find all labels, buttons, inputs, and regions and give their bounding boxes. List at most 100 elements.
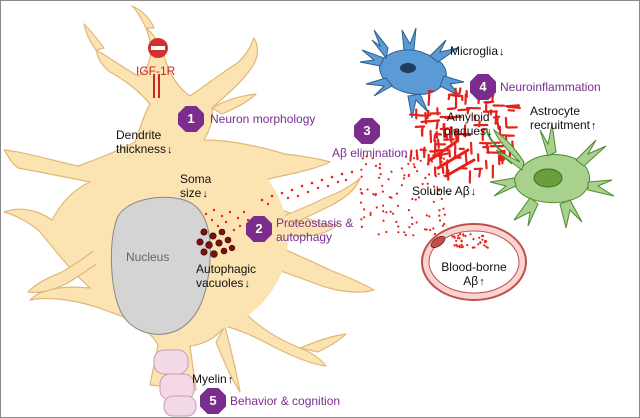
soluble-abeta-dot — [396, 204, 400, 207]
bloodborne-abeta-dot — [471, 246, 474, 249]
soluble-abeta-dot — [407, 162, 410, 165]
bloodborne-abeta-dot — [485, 245, 488, 248]
soluble-abeta-dot — [411, 222, 414, 226]
amyloid-fibril — [496, 122, 500, 130]
soluble-abeta-dot — [397, 225, 400, 228]
myelin-label: Myelin↑ — [192, 372, 233, 387]
step-2-label: Proteostasis & autophagy — [276, 216, 353, 244]
amyloid-fibril — [448, 107, 457, 111]
amyloid-fibril — [435, 120, 439, 130]
soluble-abeta-dot — [414, 198, 417, 201]
soluble-abeta-dot — [424, 176, 427, 179]
bloodborne-abeta-dot — [478, 236, 481, 239]
soluble-abeta-dot — [389, 210, 392, 213]
soluble-abeta-dot — [415, 221, 418, 224]
soluble-abeta-dot — [400, 167, 403, 170]
amyloid-fibril — [478, 169, 482, 178]
astrocyte-nucleus — [533, 168, 563, 188]
myelin-label-text: Myelin — [192, 372, 227, 386]
soluble-abeta-dot — [404, 233, 407, 237]
astrocyte-label-line1: Astrocyte — [530, 104, 581, 118]
intracellular-abeta-dots — [204, 208, 250, 232]
amyloid-fibril — [469, 141, 473, 155]
soluble-abeta-dot — [360, 218, 363, 221]
amyloid-fibril — [427, 91, 431, 107]
soluble-abeta-dot — [385, 211, 388, 214]
amyloid-fibril — [504, 116, 508, 129]
amyloid-fibril — [409, 113, 423, 117]
soluble-abeta-dots — [359, 155, 451, 237]
soluble-abeta-dot — [431, 160, 434, 163]
soluble-abeta-dot — [379, 163, 382, 166]
soluble-abeta-dot — [378, 176, 381, 179]
soluble-abeta-dot — [390, 170, 393, 173]
step-2-number: 2 — [255, 221, 263, 236]
down-arrow-icon: ↓ — [202, 188, 208, 200]
soluble-abeta-dot — [434, 175, 437, 178]
soluble-abeta-dot — [407, 209, 410, 212]
soluble-abeta-dot — [369, 211, 372, 214]
igf1r-receptor — [153, 74, 160, 98]
soluble-abeta-dot — [433, 232, 437, 236]
soluble-abeta-dot — [363, 216, 366, 219]
step-3-number: 3 — [363, 123, 371, 138]
microglia-cell — [359, 27, 465, 119]
soluble-abeta-dot — [397, 231, 400, 234]
down-arrow-icon: ↓ — [499, 46, 505, 58]
amyloid-fibril — [415, 149, 419, 161]
soluble-abeta-dot — [443, 213, 446, 216]
soluble-abeta-dot — [404, 155, 407, 158]
soluble-abeta-dot — [438, 189, 441, 192]
soluble-abeta-dot — [408, 226, 411, 229]
soluble-abeta-dot — [395, 220, 398, 223]
down-arrow-icon: ↓ — [244, 278, 250, 290]
abeta-stream-dots — [260, 170, 354, 206]
soluble-abeta-dot — [360, 225, 363, 228]
soluble-abeta-dot — [371, 157, 374, 160]
bloodborne-abeta-dot — [477, 243, 480, 246]
soluble-abeta-dot — [403, 231, 406, 234]
bloodborne-abeta-dot — [472, 238, 475, 241]
amyloid-fibril — [426, 109, 430, 120]
amyloid-fibril — [458, 87, 462, 95]
soluble-abeta-dot — [395, 192, 398, 195]
soluble-abeta-dot — [447, 193, 451, 196]
soluble-abeta-dot — [382, 210, 385, 213]
soluble-abeta-dot — [385, 230, 388, 234]
step-3-badge: 3 — [354, 118, 380, 144]
step-1-number: 1 — [187, 111, 195, 126]
bloodborne-abeta-dot — [457, 234, 460, 237]
step-1-label: Neuron morphology — [210, 112, 316, 126]
autophagic-label-line2: vacuoles — [196, 276, 244, 290]
soluble-abeta-dot — [407, 174, 410, 178]
bloodborne-abeta-dot — [464, 234, 467, 238]
soluble-abeta-dot — [382, 204, 385, 207]
inhibit-sign-icon — [148, 38, 168, 58]
amyloid-plaques-label: Amyloid plaques↓ — [444, 110, 493, 139]
astrocyte-process — [485, 127, 501, 151]
soma-label-line2: size — [180, 186, 202, 200]
soluble-abeta-dot — [374, 164, 378, 167]
soluble-abeta-dot — [411, 197, 414, 201]
soluble-abeta-dot — [445, 190, 448, 193]
autophagic-vacuoles-label: Autophagic vacuoles↓ — [196, 262, 256, 291]
down-arrow-icon: ↓ — [470, 186, 477, 198]
soma-label-line1: Soma — [180, 172, 212, 186]
step-2-label-line1: Proteostasis & — [276, 216, 354, 230]
amyloid-fibril — [464, 150, 468, 164]
soluble-abeta-dot — [432, 227, 435, 230]
soluble-abeta-dot — [442, 207, 445, 210]
step-1-badge: 1 — [178, 106, 204, 132]
bloodborne-abeta-dot — [453, 244, 456, 247]
soluble-abeta-dot — [412, 234, 415, 237]
step-4-number: 4 — [479, 79, 487, 94]
astrocyte-label-line2: recruitment — [530, 118, 591, 132]
amyloid-fibril — [409, 149, 413, 162]
soluble-abeta-dot — [419, 159, 422, 162]
soluble-abeta-label: Soluble Aβ↓ — [412, 184, 476, 199]
soluble-abeta-dot — [388, 196, 391, 199]
step-5-label: Behavior & cognition — [230, 394, 341, 408]
bloodborne-abeta-dot — [479, 241, 482, 244]
soluble-abeta-dot — [375, 206, 378, 209]
